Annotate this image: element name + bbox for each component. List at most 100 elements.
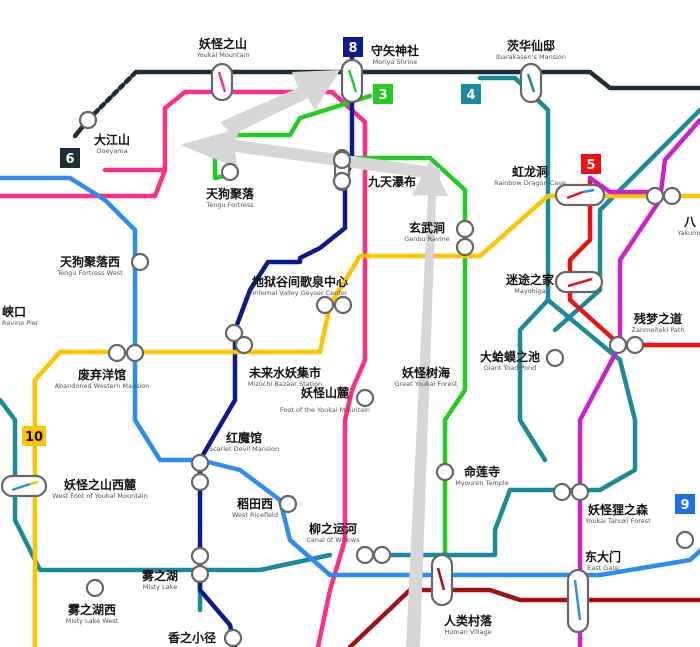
line-darkred [347, 587, 700, 647]
station-node[interactable] [608, 335, 645, 355]
svg-text:雾之湖西: 雾之湖西 [67, 602, 116, 617]
svg-text:柳之运河: 柳之运河 [309, 521, 357, 536]
svg-text:Tengu Fortress West: Tengu Fortress West [56, 269, 123, 277]
svg-text:Misty Lake: Misty Lake [143, 583, 177, 591]
line-teal-3 [377, 297, 638, 558]
svg-text:Ooeyama: Ooeyama [96, 147, 127, 155]
station-node[interactable] [220, 162, 240, 182]
svg-text:虹龙洞: 虹龙洞 [512, 164, 548, 179]
svg-text:地狱谷间歌泉中心: 地狱谷间歌泉中心 [252, 274, 348, 289]
svg-text:Rainbow Dragon Cave: Rainbow Dragon Cave [494, 179, 566, 187]
svg-text:Tengu Fortress: Tengu Fortress [205, 201, 254, 209]
station-node[interactable] [107, 343, 145, 363]
line-pink-left [0, 167, 168, 199]
svg-text:Ibarakasen's Mansion: Ibarakasen's Mansion [496, 53, 566, 61]
station-renlei-cunluo[interactable]: 人类村落 Human Village [444, 613, 493, 636]
badge-line-5[interactable]: 5 [581, 154, 601, 174]
station-node[interactable] [78, 110, 98, 130]
svg-text:命莲寺: 命莲寺 [463, 464, 500, 479]
station-node[interactable] [130, 252, 150, 272]
badge-line-6[interactable]: 6 [60, 148, 80, 168]
station-maohua-xiandi[interactable]: 茨华仙邸 Ibarakasen's Mansion [496, 38, 566, 61]
station-ba[interactable]: 八 Yakumo [676, 215, 700, 237]
badge-line-4[interactable]: 4 [461, 84, 481, 104]
svg-text:人类村落: 人类村落 [444, 613, 493, 628]
station-node[interactable] [455, 219, 475, 257]
badge-line-9[interactable]: 9 [675, 494, 695, 514]
station-node[interactable] [85, 578, 105, 598]
station-node[interactable] [224, 323, 254, 355]
svg-text:天狗聚落西: 天狗聚落西 [60, 254, 120, 269]
station-yaoguaili-zhisen[interactable]: 妖怪狸之森 Youkai Tanuki Forest [584, 502, 651, 525]
svg-text:Zanmeiteki Path: Zanmeiteki Path [631, 326, 684, 334]
arrow-left [180, 128, 440, 180]
station-yaoguai-zhishan[interactable]: 妖怪之山 Youkai Mountain [196, 36, 250, 59]
badge-line-8[interactable]: 8 [343, 37, 363, 57]
station-feiqi-yangguan[interactable]: 废弃洋馆 Abandoned Western Mansion [55, 367, 150, 390]
svg-text:香之小径: 香之小径 [167, 630, 216, 645]
station-dongdamen[interactable]: 东大门 East Gate [585, 549, 621, 572]
station-dajiangshan[interactable]: 大江山 Ooeyama [94, 132, 130, 155]
station-hongmoguan[interactable]: 红魔馆 Scarlet Devil Mansion [209, 430, 279, 453]
svg-text:稻田西: 稻田西 [237, 496, 273, 511]
svg-text:大蛤蟆之池: 大蛤蟆之池 [480, 349, 540, 364]
line-green-2 [312, 155, 468, 563]
station-node[interactable] [355, 545, 392, 565]
svg-text:迷途之家: 迷途之家 [505, 272, 555, 287]
svg-text:Human Village: Human Village [444, 628, 491, 636]
station-node[interactable] [190, 546, 210, 584]
svg-text:West Ricefield: West Ricefield [232, 511, 278, 519]
line-teal [477, 75, 551, 463]
station-node[interactable] [278, 494, 298, 514]
station-dahama-zhichi[interactable]: 大蛤蟆之池 Giant Toad Pond [480, 349, 540, 372]
svg-text:Myouren Temple: Myouren Temple [455, 479, 508, 487]
station-tiangou-juluo[interactable]: 天狗聚落 Tengu Fortress [205, 186, 255, 209]
svg-text:Foot of the Youkai Mountain: Foot of the Youkai Mountain [280, 406, 370, 414]
svg-text:守矢神社: 守矢神社 [371, 43, 419, 58]
station-daotianxi[interactable]: 稻田西 West Ricefield [232, 496, 278, 519]
svg-text:8: 8 [348, 41, 357, 56]
station-node[interactable] [315, 295, 353, 315]
svg-text:Great Youkai Forest: Great Youkai Forest [395, 380, 458, 388]
station-node[interactable] [355, 388, 375, 408]
badge-line-3[interactable]: 3 [373, 84, 393, 104]
station-node[interactable] [554, 183, 606, 207]
station-canmeng-zhidao[interactable]: 残梦之道 Zanmeiteki Path [631, 311, 684, 334]
station-hongshuidong[interactable]: 虹龙洞 Rainbow Dragon Cave [494, 164, 566, 187]
station-yaoguai-xilu[interactable]: 妖怪之山西麓 West Foot of Youkai Mountain [52, 477, 147, 500]
line-darkblue [197, 52, 355, 647]
badge-line-10[interactable]: 10 [22, 426, 46, 446]
station-xuanwu-jian[interactable]: 玄武涧 Genbu Ravine [404, 220, 450, 243]
line-6-dotted [85, 69, 139, 123]
station-nodes [0, 58, 695, 647]
station-liuzhi-yunhe[interactable]: 柳之运河 Canal of Willows [306, 521, 360, 544]
station-tiangou-juluo-xi[interactable]: 天狗聚落西 Tengu Fortress West [56, 254, 123, 277]
svg-text:Scarlet Devil Mansion: Scarlet Devil Mansion [209, 445, 279, 453]
station-wuzhihu-xi[interactable]: 雾之湖西 Misty Lake West [66, 602, 119, 625]
station-node[interactable] [190, 453, 210, 492]
station-node[interactable] [332, 148, 352, 192]
station-weilai-shui[interactable]: 未来水妖集市 Mizuchi Bazaar Station [248, 365, 322, 388]
station-xiakou[interactable]: 峡口 Ravine Pier [2, 304, 39, 327]
station-node[interactable] [435, 462, 455, 482]
station-mingliansi[interactable]: 命莲寺 Myouren Temple [455, 464, 508, 487]
station-node[interactable] [645, 186, 682, 206]
station-node[interactable] [223, 628, 243, 647]
station-diyu-gujian[interactable]: 地狱谷间歌泉中心 Infernal Valley Geyser Center [252, 274, 348, 297]
station-jiutian-pubu[interactable]: 九天瀑布 [367, 174, 416, 189]
station-labels: 妖怪之山 Youkai Mountain 守矢神社 Moriya Shrine … [2, 36, 700, 645]
station-wuzhihu[interactable]: 雾之湖 Misty Lake [141, 568, 178, 591]
station-shouyi-shenshe[interactable]: 守矢神社 Moriya Shrine [371, 43, 419, 66]
svg-text:废弃洋馆: 废弃洋馆 [78, 367, 126, 382]
station-node[interactable] [545, 348, 565, 368]
svg-text:6: 6 [65, 152, 74, 167]
svg-text:妖怪之山西麓: 妖怪之山西麓 [64, 477, 137, 492]
station-xiangzhi-xiaojing[interactable]: 香之小径 [167, 630, 216, 645]
station-yaoguai-shanlu[interactable]: 妖怪山麓 Foot of the Youkai Mountain [280, 385, 370, 414]
station-node[interactable] [552, 482, 590, 502]
svg-text:4: 4 [466, 88, 475, 103]
station-yaoguai-shulin[interactable]: 妖怪树海 Great Youkai Forest [395, 365, 458, 388]
station-node[interactable] [675, 530, 695, 550]
station-mitu-zhijia[interactable]: 迷途之家 Mayohiga [505, 272, 555, 295]
